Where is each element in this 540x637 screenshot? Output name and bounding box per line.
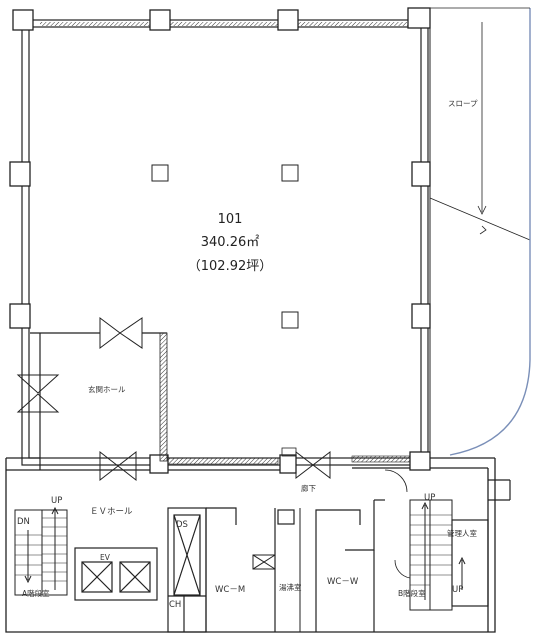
door-entrance-top <box>99 317 143 349</box>
door-exterior-left <box>16 374 60 413</box>
columns <box>9 7 431 474</box>
interior-columns <box>151 164 299 329</box>
door-office-corridor <box>295 450 331 480</box>
stair-a-dn-label: DN <box>17 517 30 527</box>
janitor-label: 湯沸室 <box>279 583 302 592</box>
manager-room <box>451 479 511 607</box>
bottom-wall-strip-1 <box>167 457 279 465</box>
janitor-room <box>252 508 301 632</box>
door-entrance-bottom <box>99 450 137 482</box>
slope <box>429 7 531 456</box>
wc-w-label: WC－W <box>327 577 359 587</box>
ev-hall-label: ＥＶホール <box>90 507 133 517</box>
slope-label: スロープ <box>448 99 478 108</box>
ch-label: CH <box>169 600 182 610</box>
stair-b-up-label-2: UP <box>452 585 464 595</box>
entrance-hall-label: 玄関ホール <box>88 385 126 394</box>
manager-room-label: 管理人室 <box>447 529 477 538</box>
stair-a-up-label: UP <box>51 496 63 506</box>
ds-label: DS <box>176 520 188 530</box>
corridor-door-sill <box>281 447 297 457</box>
corridor-door-arcs <box>384 469 411 579</box>
elevator-shafts <box>74 547 158 601</box>
unit-tsubo: （102.92坪） <box>187 259 273 274</box>
ds-ch-shaft <box>167 507 207 633</box>
ev-label: EV <box>100 553 110 562</box>
corridor-label: 廊下 <box>301 484 316 493</box>
wc-w-room <box>315 499 385 632</box>
stair-b-label: B階段室 <box>398 589 426 598</box>
stair-a-label: A階段室 <box>22 589 50 598</box>
unit-area: 340.26㎡ <box>200 235 260 250</box>
wc-m-room <box>205 507 295 632</box>
partition-wall-vertical <box>159 332 168 462</box>
stair-a <box>14 506 68 596</box>
top-window-band <box>40 22 420 26</box>
stair-b-up-label-1: UP <box>424 493 436 503</box>
unit-number: 101 <box>217 212 243 227</box>
bottom-wall-strip-2 <box>351 455 411 463</box>
wc-m-label: WC－M <box>215 585 246 595</box>
